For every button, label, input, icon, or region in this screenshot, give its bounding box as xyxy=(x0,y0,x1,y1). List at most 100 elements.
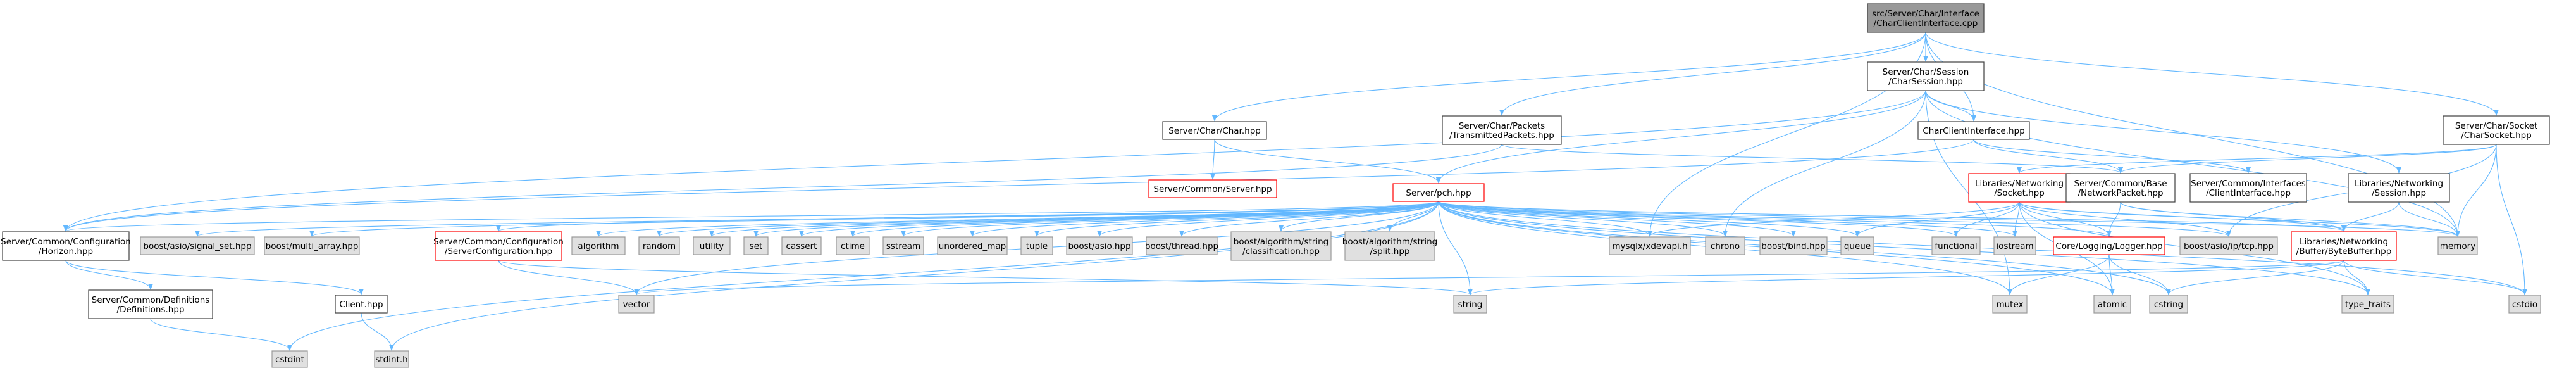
node-clienthpp[interactable]: Client.hpp xyxy=(335,295,388,314)
node-queue[interactable]: queue xyxy=(1840,236,1874,255)
node-commonserver[interactable]: Server/Common/Server.hpp xyxy=(1148,179,1277,198)
node-tuple[interactable]: tuple xyxy=(1020,236,1053,255)
edge-pch-to-typetraits xyxy=(1438,201,2370,295)
node-libsession[interactable]: Libraries/Networking/Session.hpp xyxy=(2348,173,2450,203)
node-label: mutex xyxy=(1996,300,2023,310)
node-sstream[interactable]: sstream xyxy=(882,236,924,255)
edge-charpackets-to-horizon xyxy=(63,144,1502,232)
node-pch[interactable]: Server/pch.hpp xyxy=(1392,183,1485,202)
node-charsession[interactable]: Server/Char/Session/CharSession.hpp xyxy=(1867,61,1985,91)
node-clientiface[interactable]: Server/Common/Interfaces/ClientInterface… xyxy=(2189,173,2307,203)
node-label: boost/asio.hpp xyxy=(1068,241,1130,251)
node-boostthread[interactable]: boost/thread.hpp xyxy=(1145,236,1218,255)
node-random[interactable]: random xyxy=(638,236,680,255)
node-asiotcp[interactable]: boost/asio/ip/tcp.hpp xyxy=(2179,236,2278,255)
edge-libsocket-to-memory xyxy=(2019,201,2460,237)
node-cassert[interactable]: cassert xyxy=(781,236,822,255)
node-charhpp[interactable]: Server/Char/Char.hpp xyxy=(1162,121,1267,140)
node-box xyxy=(1867,61,1985,91)
node-label: Server/Char/Char.hpp xyxy=(1168,126,1261,136)
edge-pch-to-horizon xyxy=(63,201,1439,232)
node-utility[interactable]: utility xyxy=(693,236,731,255)
node-horizon[interactable]: Server/Common/Configuration/Horizon.hpp xyxy=(1,231,131,261)
edge-charsession-to-chrono xyxy=(1723,90,1926,237)
node-boostbind[interactable]: boost/bind.hpp xyxy=(1759,236,1828,255)
node-definitions[interactable]: Server/Common/Definitions/Definitions.hp… xyxy=(88,289,213,319)
node-set[interactable]: set xyxy=(743,236,769,255)
edge-pch-to-multiarray xyxy=(309,201,1439,237)
node-libsocket[interactable]: Libraries/Networking/Socket.hpp xyxy=(1968,173,2071,203)
node-charclientinterface[interactable]: CharClientInterface.hpp xyxy=(1917,121,2030,140)
node-label: unordered_map xyxy=(939,241,1006,251)
edge-pch-to-sstream xyxy=(901,201,1439,237)
node-algorithm[interactable]: algorithm xyxy=(571,236,626,255)
node-label: boost/algorithm/string xyxy=(1234,237,1328,247)
node-signalset[interactable]: boost/asio/signal_set.hpp xyxy=(140,236,255,255)
node-iostream[interactable]: iostream xyxy=(1993,236,2036,255)
node-label: Libraries/Networking xyxy=(2300,237,2388,247)
node-label: /Session.hpp xyxy=(2372,188,2426,198)
node-root[interactable]: src/Server/Char/Interface/CharClientInte… xyxy=(1867,3,1985,33)
node-box xyxy=(335,295,388,314)
edge-charclientinterface-to-clientiface xyxy=(1973,139,2251,174)
node-bytebuffer[interactable]: Libraries/Networking/Buffer/ByteBuffer.h… xyxy=(2291,231,2397,261)
node-label: mysqlx/xdevapi.h xyxy=(1612,241,1687,251)
node-memory[interactable]: memory xyxy=(2437,236,2478,255)
node-boostasio[interactable]: boost/asio.hpp xyxy=(1066,236,1133,255)
node-box xyxy=(271,350,308,368)
edge-bytebuffer-to-vector xyxy=(634,260,2344,295)
node-box xyxy=(2341,295,2394,314)
edge-root-to-charpackets xyxy=(1499,32,1926,116)
node-box xyxy=(88,289,213,319)
node-label: /ServerConfiguration.hpp xyxy=(445,246,552,257)
node-unorderedmap[interactable]: unordered_map xyxy=(937,236,1008,255)
node-box xyxy=(1230,231,1332,261)
node-cstdio[interactable]: cstdio xyxy=(2508,295,2541,314)
edge-charhpp-to-pch xyxy=(1214,139,1441,184)
node-charpackets[interactable]: Server/Char/Packets/TransmittedPackets.h… xyxy=(1442,115,1562,145)
edge-serverconfig-to-vector xyxy=(498,260,639,295)
edge-pch-to-cstdint xyxy=(287,201,1439,351)
node-label: Libraries/Networking xyxy=(1975,179,2064,189)
node-cstring[interactable]: cstring xyxy=(2149,295,2188,314)
node-box xyxy=(1917,121,2030,140)
node-basenetpacket[interactable]: Server/Common/Base/NetworkPacket.hpp xyxy=(2065,173,2176,203)
node-label: Client.hpp xyxy=(339,300,383,310)
node-ctime[interactable]: ctime xyxy=(836,236,870,255)
node-serverconfig[interactable]: Server/Common/Configuration/ServerConfig… xyxy=(433,231,564,261)
node-label: /Socket.hpp xyxy=(1994,188,2045,198)
node-mutex[interactable]: mutex xyxy=(1992,295,2028,314)
node-label: atomic xyxy=(2098,300,2127,310)
node-label: Server/Common/Base xyxy=(2074,179,2167,189)
node-logger[interactable]: Core/Logging/Logger.hpp xyxy=(2053,236,2165,255)
node-label: utility xyxy=(700,241,724,251)
node-box xyxy=(435,231,562,261)
node-box xyxy=(1392,183,1485,202)
node-box xyxy=(2437,236,2478,255)
node-label: /Horizon.hpp xyxy=(39,246,93,257)
node-typetraits[interactable]: type_traits xyxy=(2341,295,2394,314)
edge-pch-to-classification xyxy=(1279,201,1439,232)
node-split[interactable]: boost/algorithm/string/split.hpp xyxy=(1342,231,1437,261)
node-string[interactable]: string xyxy=(1453,295,1487,314)
node-label: /classification.hpp xyxy=(1242,246,1320,257)
node-cstdint[interactable]: cstdint xyxy=(271,350,308,368)
node-label: Server/Common/Configuration xyxy=(1,237,131,247)
node-stdinth[interactable]: stdint.h xyxy=(374,350,409,368)
node-atomic[interactable]: atomic xyxy=(2093,295,2131,314)
node-mysqlx[interactable]: mysqlx/xdevapi.h xyxy=(1609,236,1691,255)
node-vector[interactable]: vector xyxy=(618,295,655,314)
node-charsocket[interactable]: Server/Char/Socket/CharSocket.hpp xyxy=(2443,115,2550,145)
node-box xyxy=(1931,236,1981,255)
node-box xyxy=(2291,231,2397,261)
node-label: Server/Char/Socket xyxy=(2455,121,2537,131)
node-chrono[interactable]: chrono xyxy=(1705,236,1745,255)
edge-pch-to-boostthread xyxy=(1179,201,1439,237)
node-box xyxy=(1705,236,1745,255)
node-functional[interactable]: functional xyxy=(1931,236,1981,255)
edge-libsocket-to-queue xyxy=(1855,201,2020,237)
edge-pch-to-asiotcp xyxy=(1438,201,2231,237)
node-classification[interactable]: boost/algorithm/string/classification.hp… xyxy=(1230,231,1332,261)
node-label: type_traits xyxy=(2345,300,2391,310)
node-multiarray[interactable]: boost/multi_array.hpp xyxy=(264,236,360,255)
